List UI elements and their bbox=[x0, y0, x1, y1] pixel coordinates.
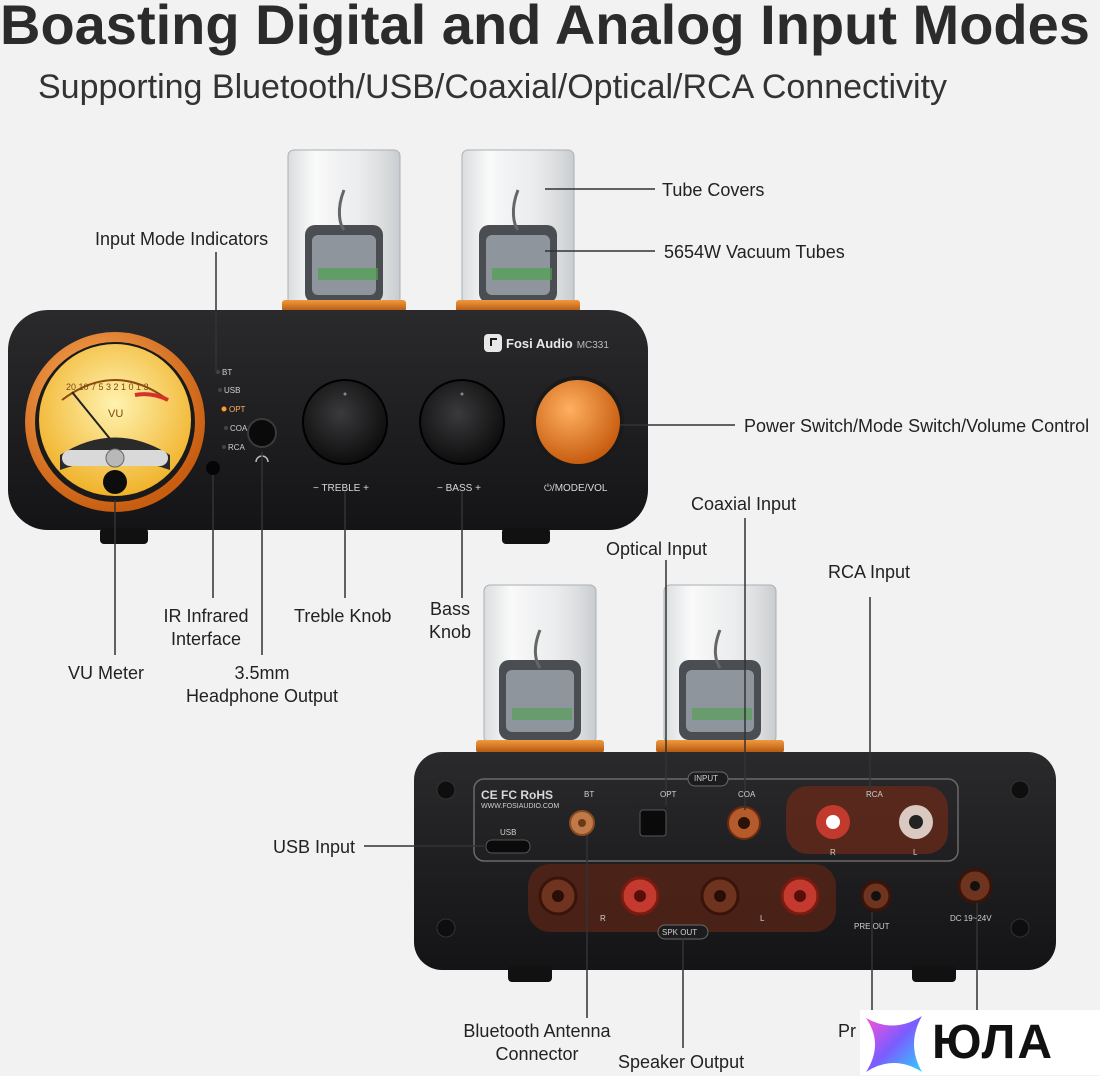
callout-coaxial-input: Coaxial Input bbox=[691, 494, 797, 514]
callout-bt-antenna-line1: Bluetooth Antenna bbox=[463, 1021, 611, 1041]
ir-sensor bbox=[206, 461, 220, 475]
indicator-usb: USB bbox=[224, 386, 241, 395]
treble-label: − TREBLE + bbox=[313, 483, 369, 494]
rca-l-label: L bbox=[913, 848, 918, 857]
headphone-jack[interactable] bbox=[247, 418, 277, 448]
vu-scale: 20 10 7 5 3 2 1 0 1 3 bbox=[66, 382, 149, 392]
callout-usb-input: USB Input bbox=[273, 837, 356, 857]
cert-marks: CE FC RoHS bbox=[481, 788, 553, 802]
spk-l-label: L bbox=[760, 914, 765, 923]
watermark-star-icon bbox=[866, 1016, 922, 1072]
callout-bass-knob-line1: Bass bbox=[429, 599, 471, 619]
callout-treble-knob: Treble Knob bbox=[294, 606, 392, 626]
callout-tube-covers: Tube Covers bbox=[662, 180, 765, 200]
mode-label: ⏻/MODE/VOL bbox=[544, 483, 608, 494]
rear-tube-right bbox=[656, 584, 784, 753]
pre-out-port-label: PRE OUT bbox=[854, 922, 890, 931]
callout-pre-out-partial: Pr bbox=[838, 1021, 856, 1041]
callout-power-switch: Power Switch/Mode Switch/Volume Control bbox=[744, 416, 1090, 436]
callout-headphone-line1: 3.5mm bbox=[234, 663, 290, 683]
callout-input-mode-indicators: Input Mode Indicators bbox=[95, 229, 269, 249]
rca-port-label: RCA bbox=[866, 790, 883, 799]
vu-label: VU bbox=[108, 408, 124, 420]
spk-r-label: R bbox=[600, 914, 606, 923]
indicator-coa: COA bbox=[230, 424, 248, 433]
rca-r-label: R bbox=[830, 848, 836, 857]
optical-port[interactable] bbox=[639, 809, 667, 837]
model-number: MC331 bbox=[576, 340, 609, 351]
coa-port-label: COA bbox=[738, 790, 756, 799]
watermark-logo: ЮЛА bbox=[860, 1010, 1100, 1075]
bt-port-label: BT bbox=[584, 790, 595, 799]
input-section-label: INPUT bbox=[694, 774, 718, 783]
website-text: WWW.FOSIAUDIO.COM bbox=[481, 803, 560, 810]
usb-port[interactable] bbox=[485, 839, 531, 854]
callout-bass-knob-line2: Knob bbox=[428, 622, 472, 642]
callout-headphone-line2: Headphone Output bbox=[185, 686, 339, 706]
callout-ir-interface-line2: Interface bbox=[170, 629, 242, 649]
opt-port-label: OPT bbox=[660, 790, 677, 799]
callout-bt-antenna-line2: Connector bbox=[495, 1044, 579, 1064]
indicator-bt: BT bbox=[222, 368, 233, 377]
spk-out-label: SPK OUT bbox=[662, 928, 698, 937]
callout-speaker-output: Speaker Output bbox=[618, 1052, 745, 1072]
front-tube-right bbox=[456, 149, 580, 312]
callout-vu-meter: VU Meter bbox=[68, 663, 145, 683]
indicator-opt: OPT bbox=[229, 405, 246, 414]
watermark-text: ЮЛА bbox=[932, 1016, 1055, 1069]
bass-knob[interactable] bbox=[419, 379, 505, 465]
front-tube-left bbox=[282, 149, 406, 312]
bass-label: − BASS + bbox=[437, 483, 481, 494]
callout-optical-input: Optical Input bbox=[606, 539, 708, 559]
usb-port-label: USB bbox=[500, 828, 517, 837]
callout-vacuum-tubes: 5654W Vacuum Tubes bbox=[664, 242, 845, 262]
rear-tube-left bbox=[476, 584, 604, 753]
page-subtitle: Supporting Bluetooth/USB/Coaxial/Optical… bbox=[38, 68, 948, 106]
brand-logo-icon bbox=[484, 334, 502, 352]
page-title: Boasting Digital and Analog Input Modes bbox=[0, 0, 1090, 56]
callout-lines bbox=[114, 188, 978, 1048]
indicator-rca: RCA bbox=[228, 443, 245, 452]
callout-rca-input: RCA Input bbox=[828, 562, 911, 582]
dc-port-label: DC 19~24V bbox=[950, 914, 992, 923]
callout-ir-interface-line1: IR Infrared bbox=[163, 606, 249, 626]
power-volume-knob[interactable] bbox=[536, 380, 620, 464]
treble-knob[interactable] bbox=[302, 379, 388, 465]
